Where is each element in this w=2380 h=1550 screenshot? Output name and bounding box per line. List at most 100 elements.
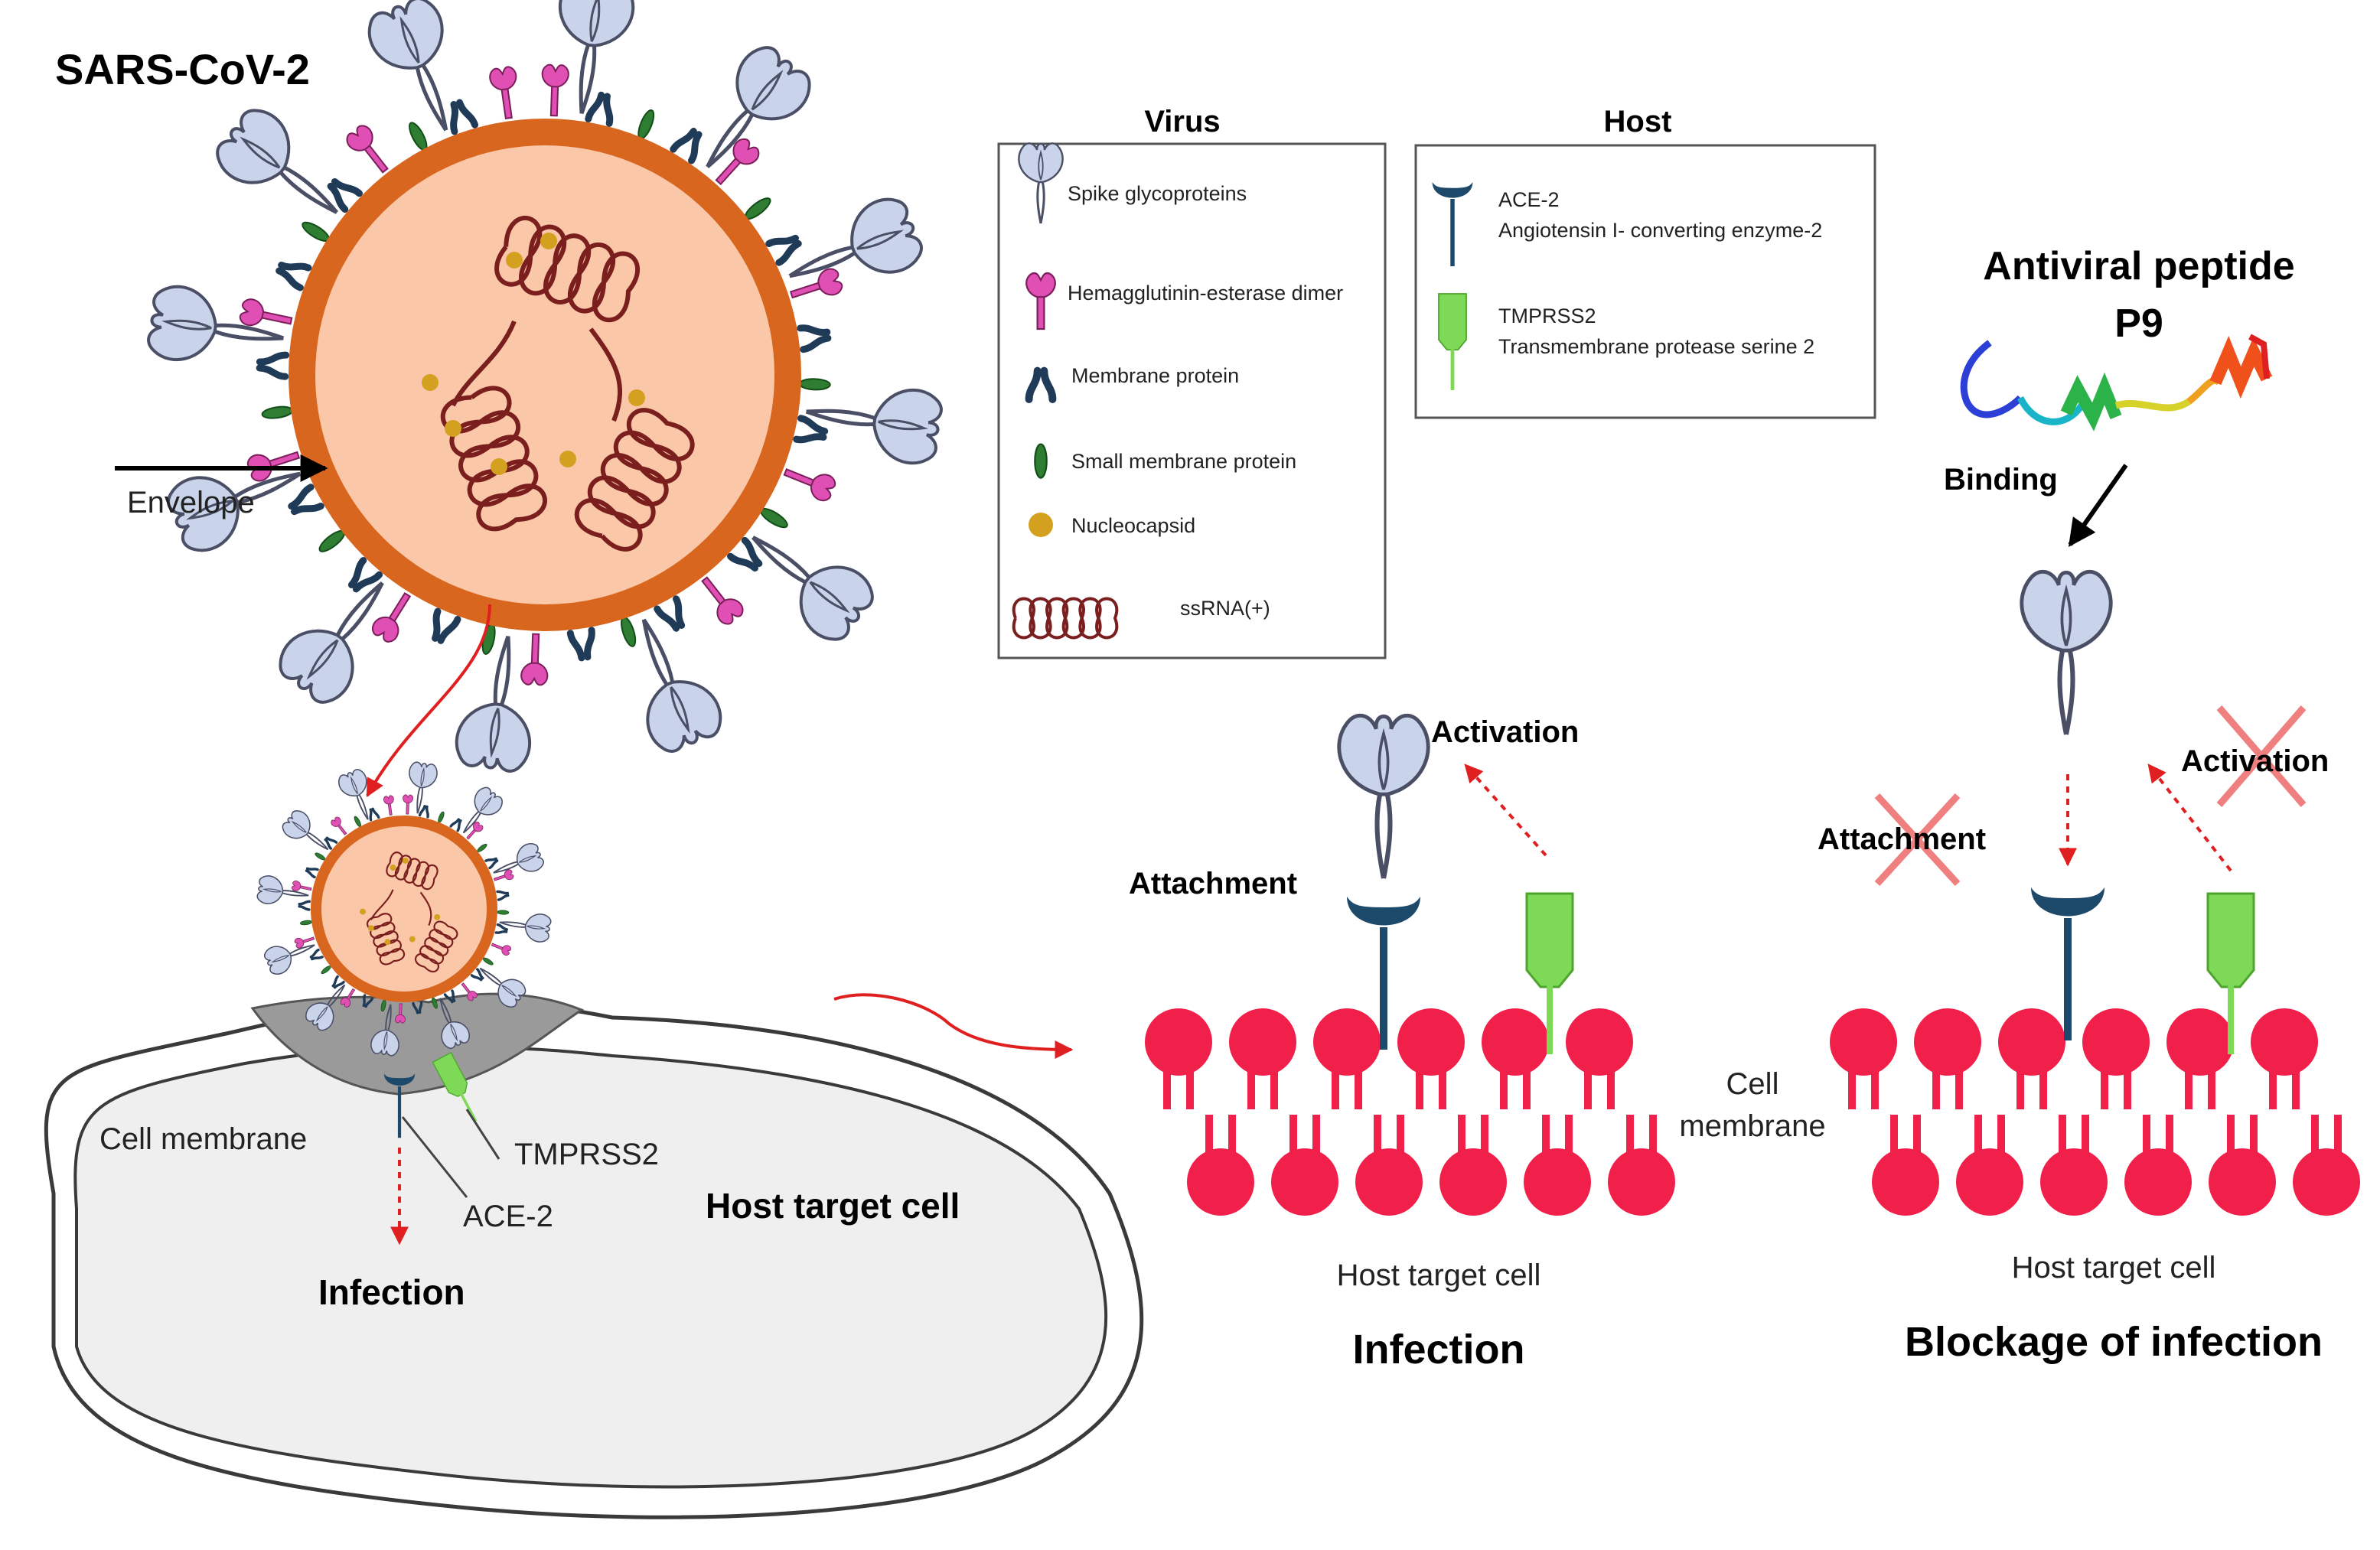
lipid-bottom (2124, 1115, 2192, 1216)
tmprss2-label: TMPRSS2 (514, 1138, 659, 1171)
legend-host-line2: Angiotensin I- converting enzyme-2 (1498, 219, 1822, 242)
membrane-protein (570, 630, 595, 659)
nucleocapsid (360, 908, 366, 915)
lipid-top (1830, 1008, 1897, 1109)
lipid-bottom (2040, 1115, 2108, 1216)
membrane-protein (494, 923, 509, 936)
spike-glycoprotein (209, 102, 359, 242)
lipid-bilayer (1145, 1008, 1675, 1216)
legend-host-header: Host (1604, 105, 1672, 138)
host-target-cell-label: Host target cell (706, 1186, 960, 1226)
lipid-bottom (1524, 1115, 1591, 1216)
small-virus-ssrna (360, 852, 458, 972)
membrane-protein (308, 948, 324, 963)
membrane-protein (288, 487, 321, 519)
small-membrane-protein (497, 910, 510, 915)
ssrna-coil (574, 408, 695, 552)
membrane-protein (800, 324, 830, 349)
small-membrane-protein (481, 956, 494, 967)
membrane-protein (366, 806, 380, 822)
binding-arrow (2068, 464, 2128, 547)
spike-glycoprotein (452, 783, 507, 842)
lipid-bottom (1956, 1115, 2023, 1216)
lipid-top (2166, 1008, 2234, 1109)
nucleocapsid (422, 374, 439, 391)
spike-glycoprotein (362, 0, 480, 144)
virus-to-cell-arrow (366, 604, 491, 798)
membrane-protein (304, 865, 319, 879)
ace2-pointer (401, 1116, 468, 1198)
hemagglutinin-esterase-dimer (490, 939, 513, 957)
cell-membrane-label-line1: Cell (1726, 1067, 1779, 1101)
small-membrane-protein (634, 107, 658, 142)
membrane-protein (673, 127, 706, 161)
cell-membrane-label-line2: membrane (1679, 1109, 1825, 1143)
nucleocapsid (402, 858, 409, 864)
membrane-protein (797, 418, 826, 444)
ace2-label: ACE-2 (463, 1200, 553, 1233)
peptide-title-line1: Antiviral peptide (1983, 244, 2294, 288)
membrane-protein (484, 855, 500, 870)
lipid-bottom (1271, 1115, 1338, 1216)
transition-arrow (833, 993, 1074, 1059)
spike-glycoprotein (679, 39, 819, 189)
spike-glycoprotein (453, 631, 544, 773)
legend-virus-header: Virus (1144, 105, 1220, 138)
activation-arrow (1464, 764, 1547, 857)
membrane-protein (657, 599, 689, 632)
membrane-protein (446, 100, 474, 132)
small-membrane-protein (260, 404, 295, 421)
blockage-panel: Attachment Activation Host target cell B… (1818, 571, 2360, 1365)
lipid-bottom (1439, 1115, 1507, 1216)
small-membrane-protein (475, 842, 488, 854)
hemagglutinin-esterase-dimer (693, 570, 748, 628)
activation-label: Activation (2181, 744, 2329, 778)
legend-virus-items: Spike glycoproteins Hemagglutinin-estera… (1012, 142, 1343, 640)
large-virus (146, 0, 944, 773)
legend-host-line1: ACE-2 (1498, 188, 1560, 211)
legend-virus-label: Membrane protein (1071, 364, 1239, 387)
membrane-protein (259, 354, 286, 376)
hemagglutinin-esterase-dimer (342, 122, 396, 180)
small-membrane-protein (314, 851, 327, 862)
membrane-protein (588, 93, 615, 123)
hemagglutinin-esterase-dimer (779, 459, 839, 504)
nucleocapsid (390, 865, 396, 871)
legend-virus-label: Hemagglutinin-esterase dimer (1068, 282, 1343, 304)
ssrna-coil (386, 852, 439, 891)
membrane-protein (418, 804, 432, 819)
ssrna-coil (415, 920, 458, 972)
legend-virus-label: Nucleocapsid (1071, 514, 1195, 537)
host-target-cell-label: Host target cell (1337, 1259, 1541, 1292)
hemagglutinin-esterase-dimer (708, 135, 763, 192)
spike-glycoprotein (335, 766, 382, 825)
nucleocapsid (384, 939, 391, 946)
blockage-caption: Blockage of infection (1905, 1319, 2323, 1365)
lipid-top (1145, 1008, 1212, 1109)
cell-membrane-label: Cell membrane (99, 1122, 307, 1156)
nucleocapsid (491, 458, 507, 475)
lipid-bilayer (1830, 1008, 2360, 1216)
spike-glycoprotein-icon (2022, 571, 2111, 734)
virus-core (315, 145, 774, 604)
nucleocapsid-icon (1029, 513, 1053, 537)
hemagglutinin-esterase-dimer (463, 820, 485, 842)
spike-glycoprotein (730, 509, 880, 649)
nucleocapsid (409, 936, 416, 943)
lipid-top (1313, 1008, 1381, 1109)
membrane-protein (298, 900, 311, 911)
lipid-bottom (1355, 1115, 1423, 1216)
hemagglutinin-esterase-dimer (520, 633, 550, 686)
legend-host-line2: Transmembrane protease serine 2 (1498, 335, 1814, 358)
lipid-bottom (1872, 1115, 1939, 1216)
membrane-protein (276, 258, 308, 288)
nucleocapsid (434, 913, 441, 920)
nucleocapsid (628, 389, 645, 406)
small-membrane-protein (436, 810, 446, 824)
blocked-cross-icon (2216, 705, 2307, 807)
tmprss2-pointer (465, 1109, 500, 1160)
lipid-bottom (1187, 1115, 1254, 1216)
diagram-title: SARS-CoV-2 (55, 45, 310, 93)
small-membrane-protein (320, 964, 333, 975)
